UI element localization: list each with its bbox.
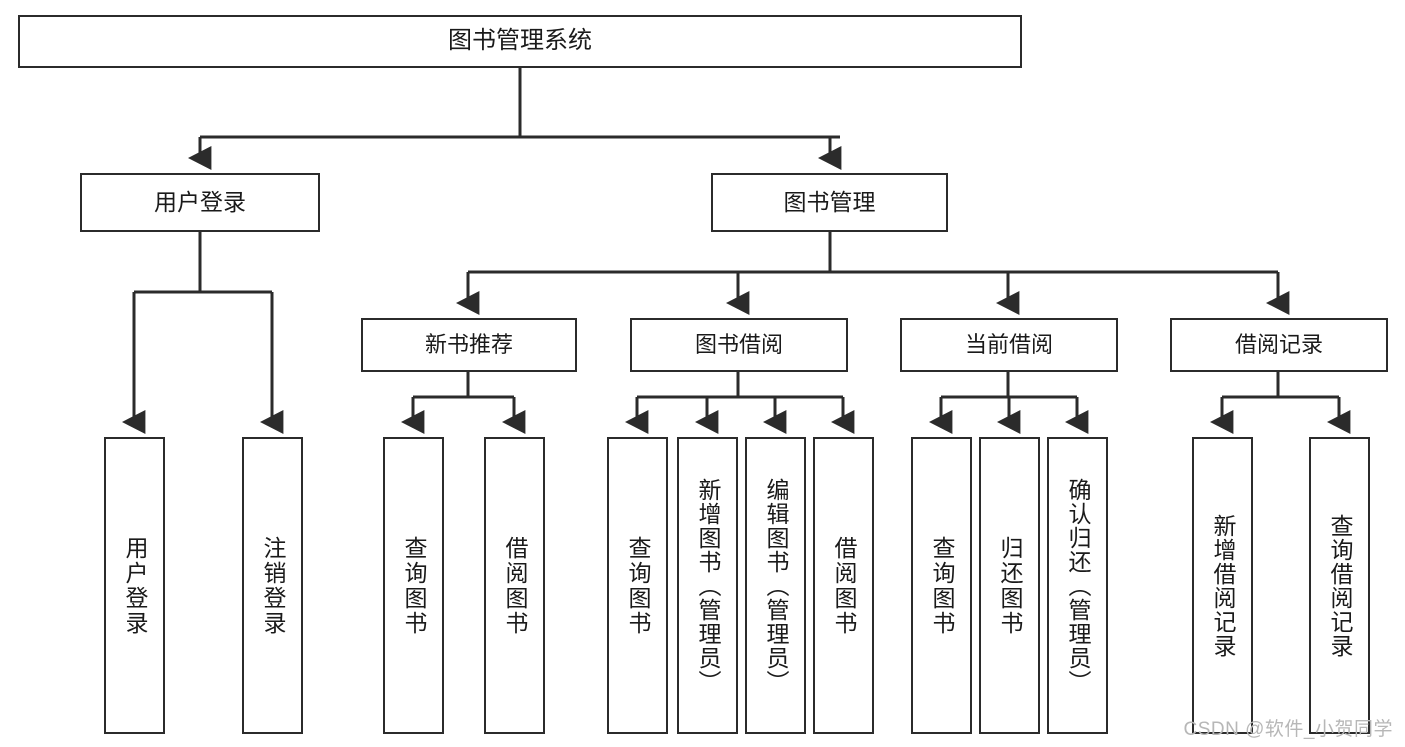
node-user-login-label: 用户登录 — [154, 188, 246, 215]
leaf-book-borrow-borrow-label: 借阅图书 — [831, 535, 857, 636]
leaf-borrow-record-add-label: 新增借阅记录 — [1210, 513, 1236, 658]
leaf-user-login-login-label: 用户登录 — [122, 535, 148, 636]
leaf-book-borrow-query[interactable]: 查询图书 — [607, 437, 668, 734]
node-borrow-record[interactable]: 借阅记录 — [1170, 318, 1388, 372]
leaf-borrow-record-query-label: 查询借阅记录 — [1327, 513, 1353, 658]
node-book-borrow-label: 图书借阅 — [694, 332, 783, 358]
leaf-new-book-query[interactable]: 查询图书 — [383, 437, 444, 734]
leaf-new-book-query-label: 查询图书 — [401, 535, 427, 636]
leaf-user-login-login[interactable]: 用户登录 — [104, 437, 165, 734]
node-book-manage[interactable]: 图书管理 — [711, 173, 948, 232]
leaf-current-borrow-return-label: 归还图书 — [997, 535, 1023, 636]
leaf-book-borrow-query-label: 查询图书 — [625, 535, 651, 636]
node-user-login[interactable]: 用户登录 — [80, 173, 320, 232]
node-current-borrow[interactable]: 当前借阅 — [900, 318, 1118, 372]
leaf-book-borrow-borrow[interactable]: 借阅图书 — [813, 437, 874, 734]
leaf-borrow-record-query[interactable]: 查询借阅记录 — [1309, 437, 1370, 734]
node-current-borrow-label: 当前借阅 — [964, 332, 1053, 358]
leaf-borrow-record-add[interactable]: 新增借阅记录 — [1192, 437, 1253, 734]
leaf-book-borrow-add-label: 新增图书（管理员） — [695, 477, 721, 694]
node-root-label: 图书管理系统 — [448, 27, 592, 55]
leaf-book-borrow-edit[interactable]: 编辑图书（管理员） — [745, 437, 806, 734]
node-book-borrow[interactable]: 图书借阅 — [630, 318, 848, 372]
leaf-current-borrow-query-label: 查询图书 — [929, 535, 955, 636]
node-new-book-recommend-label: 新书推荐 — [424, 332, 513, 358]
leaf-user-login-logout[interactable]: 注销登录 — [242, 437, 303, 734]
leaf-current-borrow-confirm[interactable]: 确认归还（管理员） — [1047, 437, 1108, 734]
node-new-book-recommend[interactable]: 新书推荐 — [361, 318, 577, 372]
leaf-book-borrow-edit-label: 编辑图书（管理员） — [763, 477, 789, 694]
node-root-system[interactable]: 图书管理系统 — [18, 15, 1022, 68]
leaf-current-borrow-query[interactable]: 查询图书 — [911, 437, 972, 734]
leaf-new-book-borrow-label: 借阅图书 — [502, 535, 528, 636]
node-book-manage-label: 图书管理 — [783, 188, 876, 215]
leaf-user-login-logout-label: 注销登录 — [260, 535, 286, 636]
leaf-book-borrow-add[interactable]: 新增图书（管理员） — [677, 437, 738, 734]
leaf-new-book-borrow[interactable]: 借阅图书 — [484, 437, 545, 734]
leaf-current-borrow-confirm-label: 确认归还（管理员） — [1065, 477, 1091, 694]
node-borrow-record-label: 借阅记录 — [1234, 332, 1323, 358]
leaf-current-borrow-return[interactable]: 归还图书 — [979, 437, 1040, 734]
